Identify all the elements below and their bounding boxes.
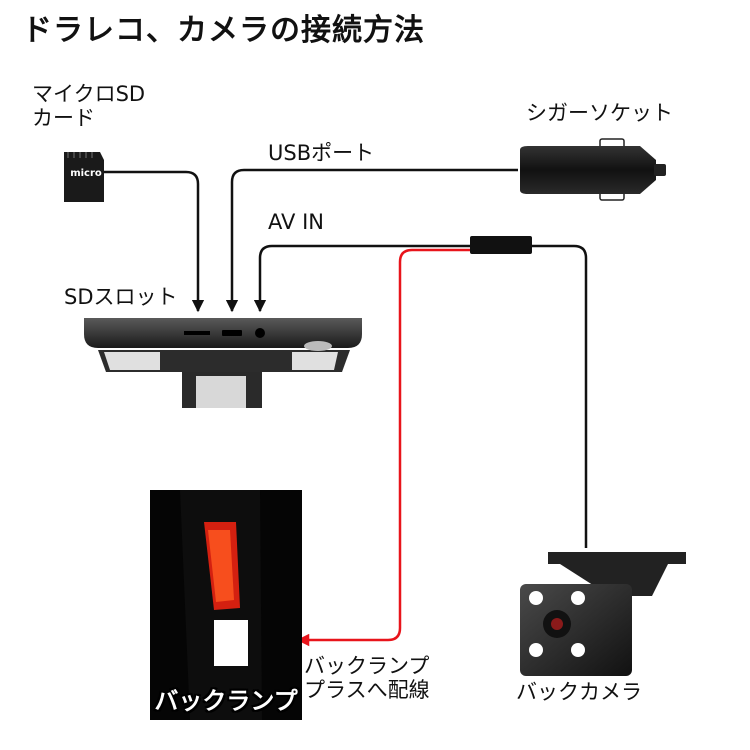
usb-power-cable xyxy=(225,168,518,313)
label-backlamp-photo: バックランプ xyxy=(154,687,298,715)
label-sd-slot: SDスロット xyxy=(64,285,178,309)
label-cigar-socket: シガーソケット xyxy=(526,101,673,125)
sd-card-text: micro xyxy=(70,168,102,179)
page-title: ドラレコ、カメラの接続方法 xyxy=(22,13,425,48)
back-camera-icon xyxy=(520,552,686,676)
micro-sd-card-icon xyxy=(64,152,104,202)
label-micro-sd-card: マイクロSD カード xyxy=(32,82,146,131)
sd-card-cable xyxy=(104,170,205,313)
backlamp-power-wire xyxy=(296,248,470,647)
cigar-plug-icon xyxy=(520,138,666,201)
label-backlamp-wiring: バックランプ プラスへ配線 xyxy=(304,654,430,703)
av-in-cable xyxy=(253,244,588,548)
label-back-camera: バックカメラ xyxy=(516,680,642,704)
cable-connector xyxy=(470,236,532,254)
label-usb-port: USBポート xyxy=(268,141,375,165)
label-av-in: AV IN xyxy=(268,210,324,234)
dashcam-unit xyxy=(84,318,362,408)
backlamp-photo xyxy=(150,490,302,720)
